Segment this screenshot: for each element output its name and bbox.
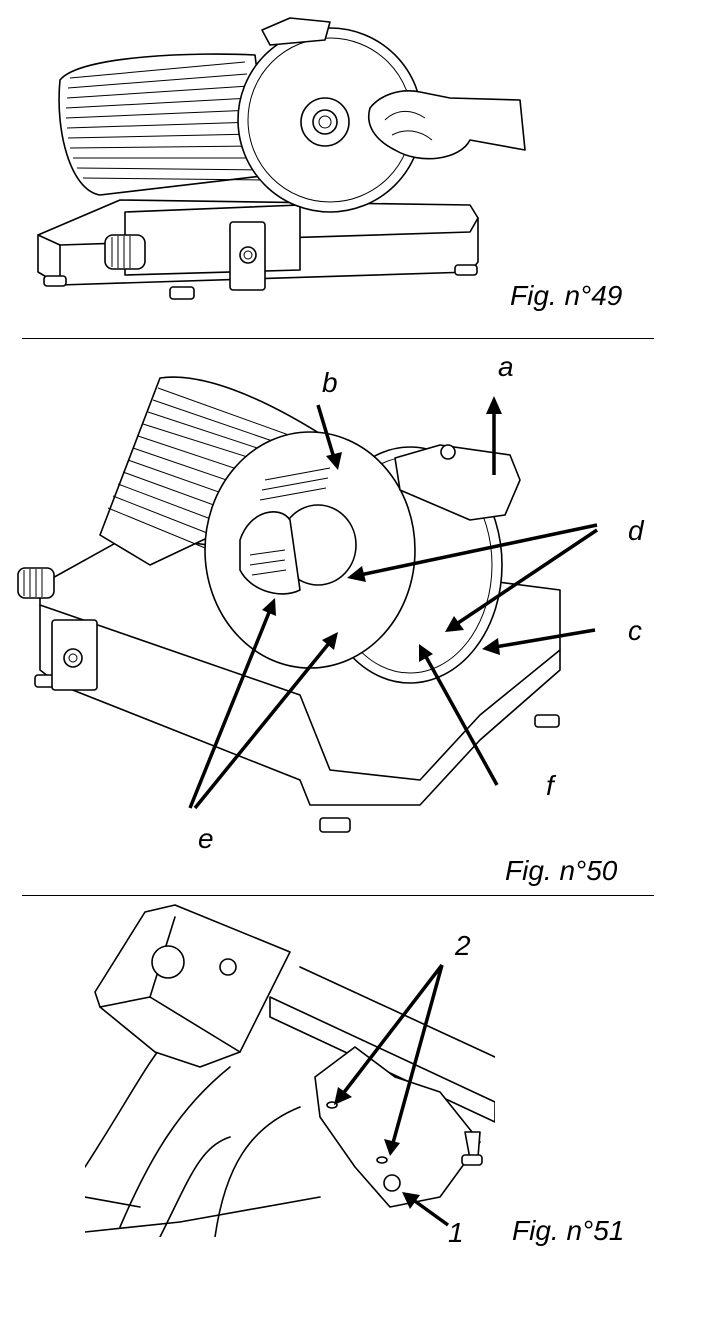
label-c: c	[628, 615, 642, 646]
divider	[22, 895, 654, 896]
sharpener-detail-illustration: 2 1	[85, 904, 495, 1248]
label-1: 1	[448, 1217, 464, 1248]
label-f: f	[546, 770, 557, 801]
slicer-disassembly-illustration: a b c d e f	[17, 351, 645, 854]
slicer-cleaning-illustration	[37, 17, 526, 300]
divider	[22, 338, 654, 339]
fig49-caption: Fig. n°49	[510, 280, 623, 311]
figure-49: Fig. n°49	[0, 0, 712, 335]
figure-51: 2 1 Fig. n°51	[0, 897, 712, 1327]
label-d: d	[628, 515, 645, 546]
figure-50: a b c d e f Fig. n°50	[0, 340, 712, 895]
label-a: a	[498, 351, 514, 382]
label-e: e	[198, 823, 214, 854]
fig50-caption: Fig. n°50	[505, 855, 618, 886]
label-b: b	[322, 367, 338, 398]
label-2: 2	[454, 930, 471, 961]
fig51-caption: Fig. n°51	[512, 1215, 625, 1246]
